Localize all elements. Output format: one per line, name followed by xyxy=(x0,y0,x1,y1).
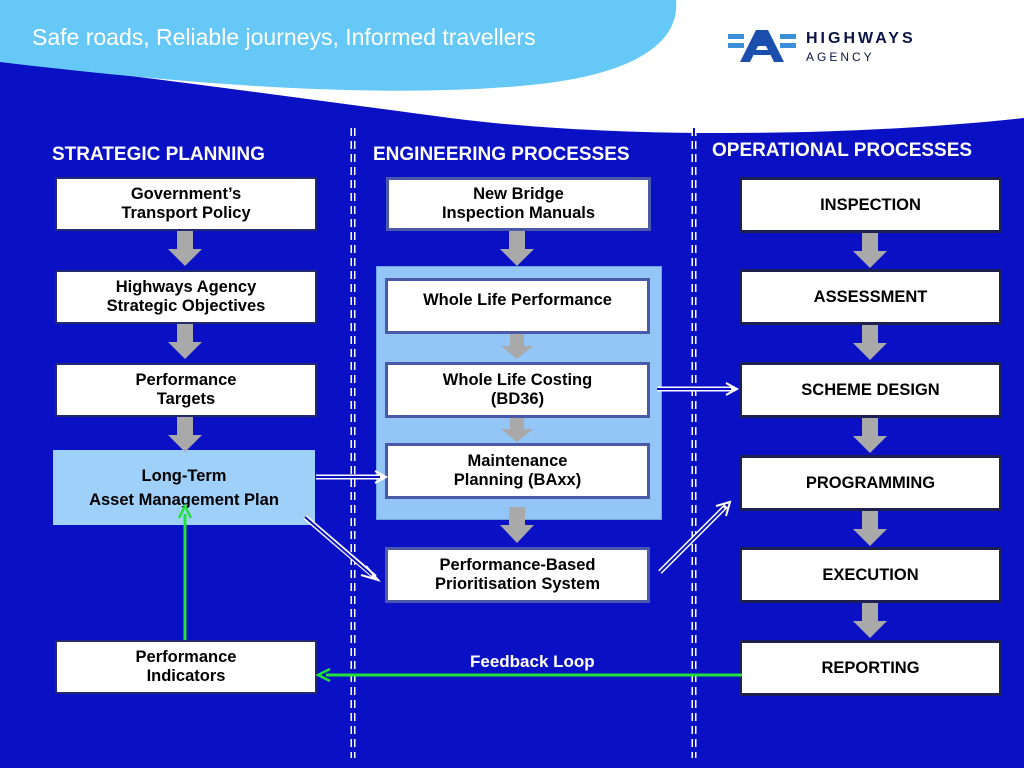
ha-strategic-objectives-box: Highways Agency Strategic Objectives xyxy=(55,270,317,324)
down-arrow-icon xyxy=(501,418,533,442)
performance-based-prioritisation-box: Performance-Based Prioritisation System xyxy=(385,547,650,603)
inspection-box: INSPECTION xyxy=(739,177,1002,233)
whole-life-performance-box: Whole Life Performance xyxy=(385,278,650,334)
costing-to-scheme-design-arrow-icon xyxy=(657,382,740,396)
ltamp-to-pbps-arrow-icon xyxy=(303,515,381,582)
performance-indicators-box: Performance Indicators xyxy=(55,640,317,694)
down-arrow-icon xyxy=(853,511,887,546)
column-divider-right xyxy=(691,128,697,758)
scheme-design-box: SCHEME DESIGN xyxy=(739,362,1002,418)
assessment-box: ASSESSMENT xyxy=(739,269,1002,325)
feedback-loop-label: Feedback Loop xyxy=(470,652,595,671)
column-divider-left xyxy=(350,128,356,758)
engineering-processes-heading: ENGINEERING PROCESSES xyxy=(373,144,630,165)
performance-targets-box: Performance Targets xyxy=(55,363,317,417)
down-arrow-icon xyxy=(168,324,202,359)
government-transport-policy-box: Government’s Transport Policy xyxy=(55,177,317,231)
down-arrow-icon xyxy=(168,417,202,452)
operational-processes-heading: OPERATIONAL PROCESSES xyxy=(712,140,973,161)
down-arrow-icon xyxy=(853,233,887,268)
down-arrow-icon xyxy=(853,418,887,453)
down-arrow-icon xyxy=(501,334,533,359)
down-arrow-icon xyxy=(500,507,534,543)
logo-emblem-icon xyxy=(728,30,796,62)
down-arrow-icon xyxy=(500,231,534,266)
whole-life-costing-box: Whole Life Costing (BD36) xyxy=(385,362,650,418)
down-arrow-icon xyxy=(853,325,887,360)
indicators-to-ltamp-arrow-icon xyxy=(177,503,193,640)
strategic-planning-heading: STRATEGIC PLANNING xyxy=(52,144,265,165)
reporting-box: REPORTING xyxy=(739,640,1002,696)
pbps-to-programming-arrow-icon xyxy=(658,500,732,574)
programming-box: PROGRAMMING xyxy=(739,455,1002,511)
highways-agency-logo: HIGHWAYS AGENCY xyxy=(726,28,956,68)
logo-title: HIGHWAYS xyxy=(806,30,916,47)
long-term-asset-management-plan-box: Long-Term Asset Management Plan xyxy=(53,450,315,525)
maintenance-planning-box: Maintenance Planning (BAxx) xyxy=(385,443,650,499)
logo-subtitle: AGENCY xyxy=(806,50,875,64)
tagline: Safe roads, Reliable journeys, Informed … xyxy=(32,24,536,50)
ltamp-to-maintenance-arrow-icon xyxy=(316,470,389,484)
down-arrow-icon xyxy=(168,231,202,266)
feedback-loop-arrow-icon xyxy=(315,667,742,683)
new-bridge-inspection-manuals-box: New Bridge Inspection Manuals xyxy=(386,177,651,231)
down-arrow-icon xyxy=(853,603,887,638)
execution-box: EXECUTION xyxy=(739,547,1002,603)
